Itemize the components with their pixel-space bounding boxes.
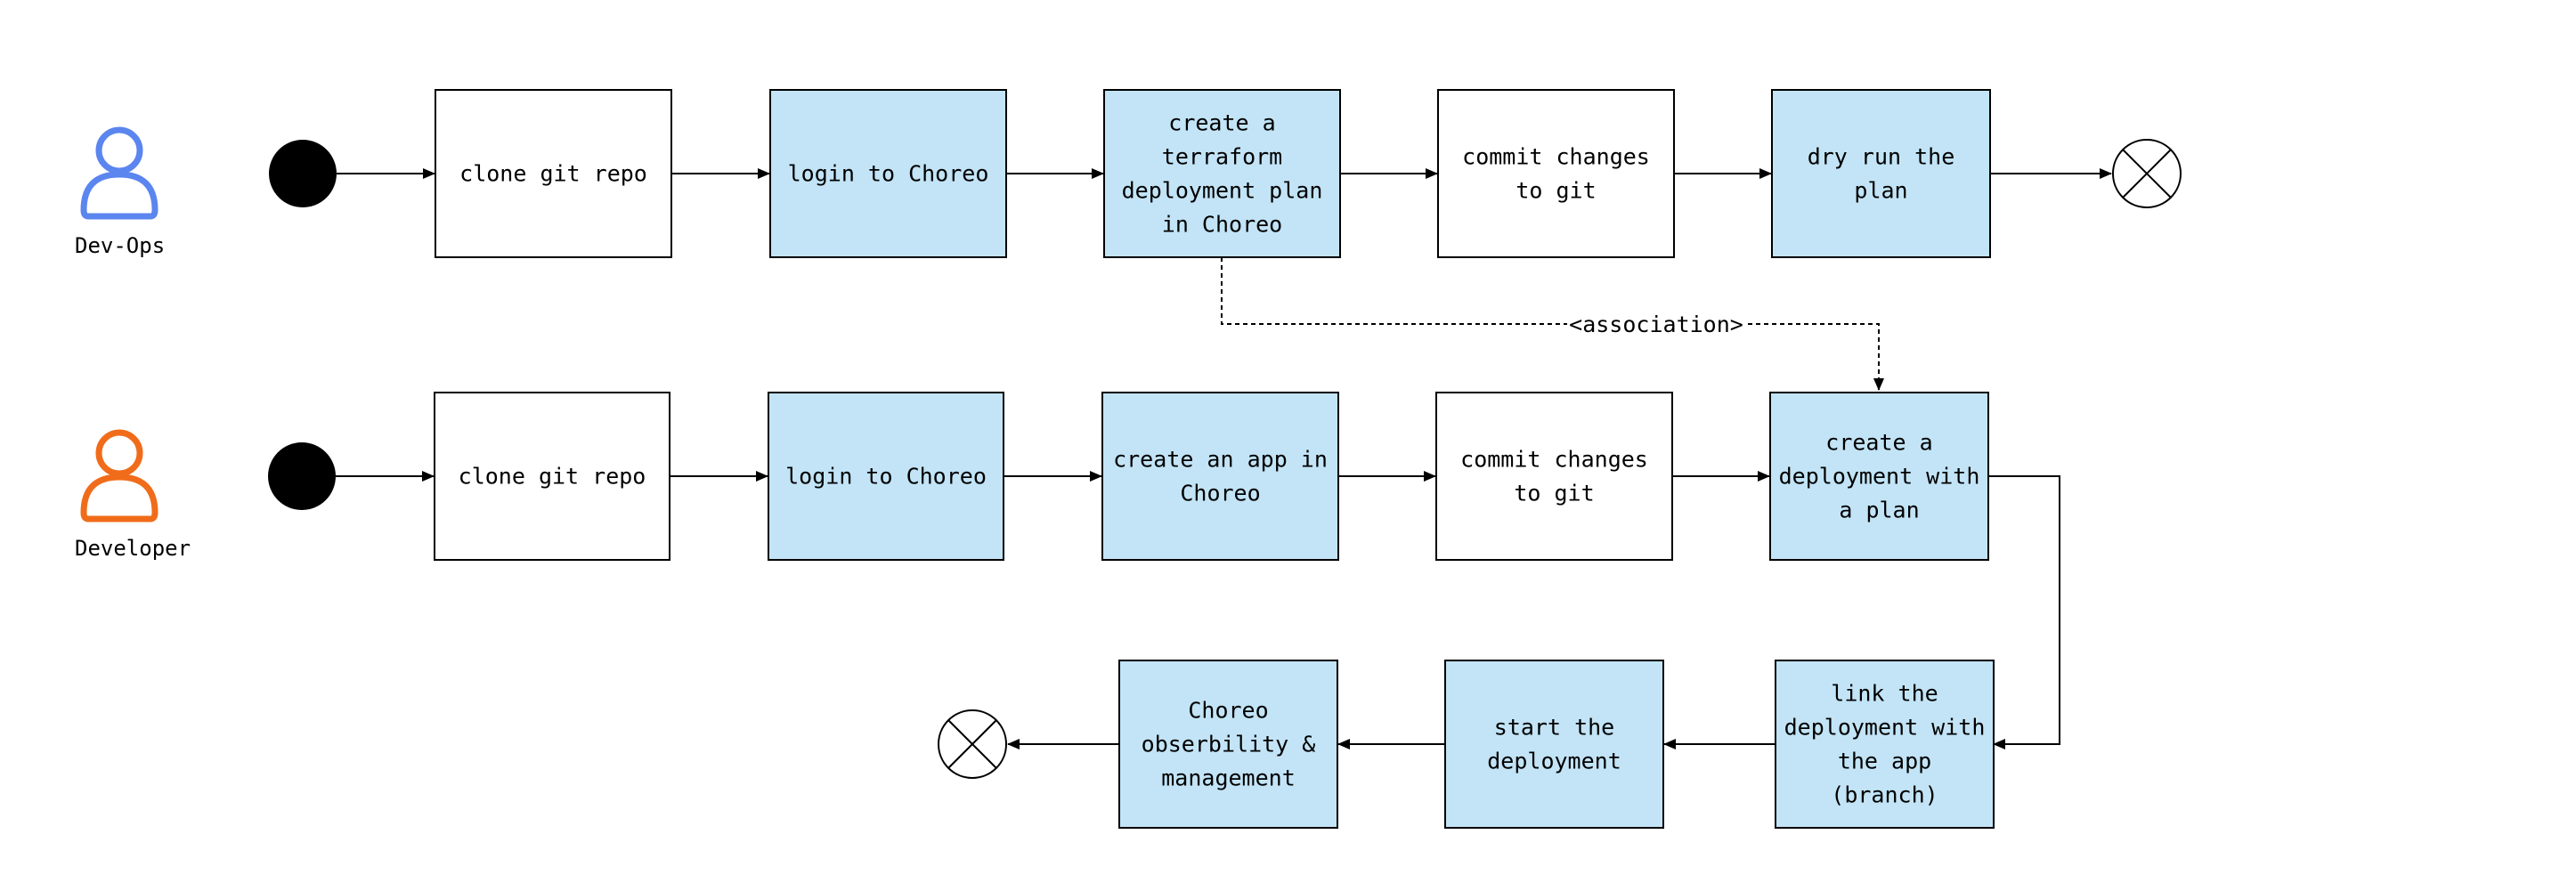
node-label: commit changes bbox=[1460, 447, 1648, 473]
end-node bbox=[2112, 139, 2182, 208]
node-label: a plan bbox=[1839, 498, 1919, 523]
process-node-dev-clone: clone git repo bbox=[434, 392, 670, 561]
association-label: <association> bbox=[1569, 312, 1743, 337]
process-node-dev-login: login to Choreo bbox=[768, 392, 1004, 561]
association-label-bg bbox=[1567, 311, 1745, 337]
node-label: deployment plan bbox=[1122, 178, 1323, 204]
node-box bbox=[434, 392, 670, 561]
start-node bbox=[268, 442, 336, 510]
node-label: to git bbox=[1514, 481, 1594, 506]
node-box bbox=[769, 89, 1007, 258]
end-node bbox=[938, 709, 1007, 779]
actor-devops: Dev-Ops bbox=[75, 126, 165, 258]
process-node-devops-commit: commit changes to git bbox=[1437, 89, 1675, 258]
node-label: start the bbox=[1494, 715, 1614, 741]
node-label: commit changes bbox=[1462, 144, 1650, 170]
node-box bbox=[1444, 660, 1664, 829]
node-label: terraform bbox=[1162, 144, 1282, 170]
process-node-dev-createapp: create an app in Choreo bbox=[1101, 392, 1339, 561]
user-icon bbox=[80, 126, 158, 220]
actor-developer: Developer bbox=[75, 429, 191, 561]
node-label: create an app in bbox=[1113, 447, 1328, 473]
actor-label: Developer bbox=[75, 536, 191, 561]
node-label: to git bbox=[1516, 178, 1596, 204]
node-box bbox=[1101, 392, 1339, 561]
node-label: login to Choreo bbox=[788, 161, 989, 187]
node-box bbox=[1103, 89, 1341, 258]
node-box bbox=[1118, 660, 1338, 829]
process-node-dev-observe: Choreo obserbility & management bbox=[1118, 660, 1338, 829]
node-label: link the bbox=[1831, 681, 1938, 707]
node-box bbox=[1775, 660, 1995, 829]
node-label: (branch) bbox=[1831, 782, 1938, 808]
process-node-devops-dryrun: dry run the plan bbox=[1771, 89, 1991, 258]
node-label: management bbox=[1161, 765, 1296, 791]
node-box bbox=[435, 89, 672, 258]
process-nodes: clone git repo login to Choreo create a ter… bbox=[434, 89, 1995, 829]
node-label: in Choreo bbox=[1162, 212, 1282, 238]
node-box bbox=[768, 392, 1004, 561]
node-label: obserbility & bbox=[1142, 732, 1316, 757]
node-label: create a bbox=[1825, 430, 1932, 456]
node-label: login to Choreo bbox=[785, 464, 987, 490]
node-box bbox=[1437, 89, 1675, 258]
node-box bbox=[1435, 392, 1673, 561]
node-label: deployment with bbox=[1784, 715, 1986, 741]
actor-label: Dev-Ops bbox=[75, 233, 165, 258]
node-label: create a bbox=[1168, 110, 1275, 136]
node-label: dry run the bbox=[1808, 144, 1955, 170]
connectors bbox=[336, 168, 2112, 749]
process-node-devops-plan: create a terraform deployment plan in Chore… bbox=[1103, 89, 1341, 258]
process-node-dev-link: link the deployment with the app (branch) bbox=[1775, 660, 1995, 829]
node-box bbox=[1771, 89, 1991, 258]
node-label: clone git repo bbox=[459, 161, 647, 187]
node-label: plan bbox=[1854, 178, 1907, 204]
process-node-devops-clone: clone git repo bbox=[435, 89, 672, 258]
node-label: clone git repo bbox=[459, 464, 646, 490]
process-node-dev-start: start the deployment bbox=[1444, 660, 1664, 829]
process-node-devops-login: login to Choreo bbox=[769, 89, 1007, 258]
node-label: Choreo bbox=[1180, 481, 1260, 506]
node-box bbox=[1769, 392, 1989, 561]
association-connector bbox=[1221, 257, 1884, 391]
node-label: the app bbox=[1838, 749, 1931, 774]
node-label: deployment bbox=[1487, 749, 1621, 774]
process-node-dev-deployment: create a deployment with a plan bbox=[1769, 392, 1989, 561]
node-label: deployment with bbox=[1779, 464, 1980, 490]
user-icon bbox=[80, 429, 158, 522]
start-node bbox=[269, 140, 337, 207]
process-node-dev-commit: commit changes to git bbox=[1435, 392, 1673, 561]
node-label: Choreo bbox=[1188, 698, 1268, 724]
flow-arrow bbox=[1988, 475, 2060, 749]
